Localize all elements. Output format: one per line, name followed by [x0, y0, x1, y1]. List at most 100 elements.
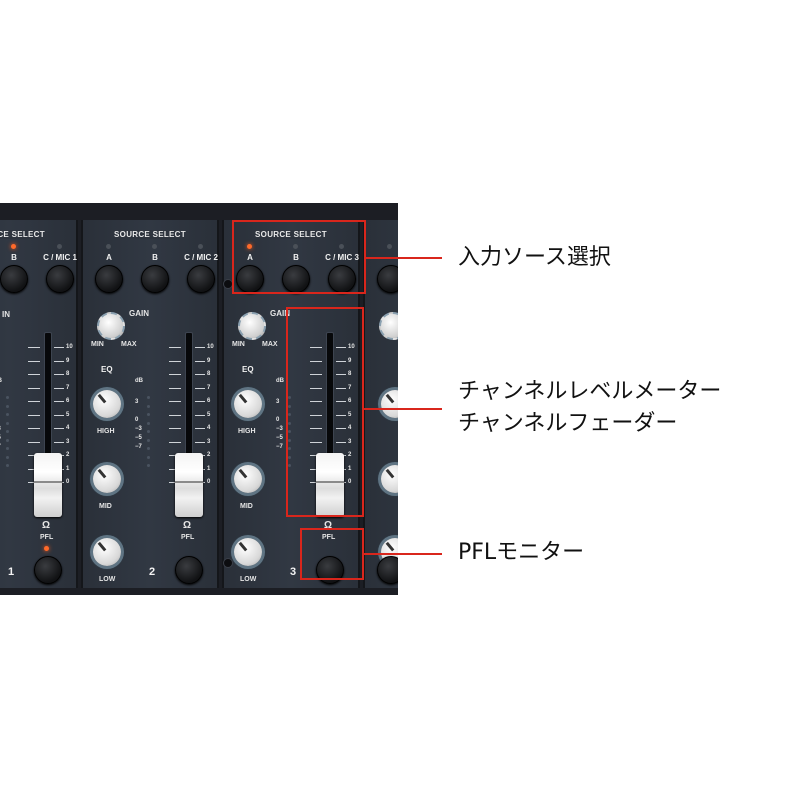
leader-pfl	[364, 553, 442, 555]
eq-high-knob[interactable]	[381, 390, 398, 418]
channel-number: 1	[8, 566, 15, 578]
source-select-title-text: SOURCE SELECT	[0, 230, 48, 239]
source-button-label: C / MIC 3	[325, 253, 359, 262]
channel-number: 3	[290, 566, 297, 578]
channel-number: 2	[149, 566, 156, 578]
fader-scale-tick	[169, 374, 181, 375]
fader-scale-tick	[336, 347, 346, 348]
fader-scale-tick	[310, 428, 322, 429]
source-button-label: A	[247, 253, 253, 262]
fader-scale-tick	[310, 387, 322, 389]
fader-scale-label: 2	[207, 452, 211, 458]
fader-scale-tick	[54, 347, 64, 348]
eq-mid-knob[interactable]	[234, 465, 262, 493]
pfl-label: PFL	[322, 534, 336, 541]
source-b-button[interactable]	[141, 265, 169, 293]
meter-scale-label: −3	[135, 426, 142, 432]
source-mic-button[interactable]	[46, 265, 74, 293]
meter-scale-label: −5	[0, 435, 1, 441]
eq-low-knob[interactable]	[93, 538, 121, 566]
eq-low-knob[interactable]	[234, 538, 262, 566]
fader-scale-tick	[169, 428, 181, 429]
fader-scale-tick	[54, 360, 64, 362]
fader-scale-label: 8	[207, 371, 211, 377]
fader-scale-tick	[310, 441, 322, 443]
gain-label: GAIN	[129, 309, 149, 318]
meter-led	[6, 404, 9, 408]
fader-scale-label: 10	[66, 344, 73, 350]
fader-scale-tick	[28, 441, 40, 443]
fader-scale-tick	[195, 428, 205, 429]
fader-scale-tick	[54, 387, 64, 389]
phones-icon: Ω	[183, 520, 192, 531]
meter-led	[6, 413, 9, 416]
eq-high-knob[interactable]	[234, 390, 262, 418]
eq-mid-knob[interactable]	[381, 465, 398, 493]
channel-fader-cap[interactable]	[34, 453, 62, 517]
gain-knob[interactable]	[379, 312, 398, 340]
fader-scale-label: 4	[207, 425, 211, 431]
fader-scale-tick	[336, 428, 346, 429]
channel-fader-cap[interactable]	[175, 453, 203, 517]
panel-screw	[223, 558, 233, 568]
eq-high-label: HIGH	[97, 428, 115, 435]
highlight-pfl-button	[300, 528, 364, 580]
meter-led	[6, 438, 9, 442]
source-select-title-text: SOURCE SELECT	[252, 230, 330, 239]
fader-scale-tick	[195, 347, 205, 348]
meter-scale-label: −3	[276, 426, 283, 432]
source-b-button[interactable]	[0, 265, 28, 293]
meter-led	[147, 447, 150, 450]
meter-led	[147, 421, 150, 425]
meter-led	[288, 455, 291, 459]
fader-scale-label: 2	[348, 452, 352, 458]
fader-scale-label: 4	[348, 425, 352, 431]
meter-scale-label: −7	[276, 444, 283, 450]
fader-scale-tick	[195, 360, 205, 362]
eq-mid-knob[interactable]	[93, 465, 121, 493]
fader-scale-tick	[169, 401, 181, 402]
pfl-button[interactable]	[377, 556, 398, 584]
callout-fader: チャンネルフェーダー	[458, 411, 678, 436]
meter-led	[288, 396, 291, 399]
source-mic-button[interactable]	[187, 265, 215, 293]
meter-led	[147, 413, 150, 416]
eq-mid-label: MID	[240, 503, 253, 510]
eq-label: EQ	[101, 365, 113, 374]
source-button-label: C / MIC 2	[184, 253, 218, 262]
fader-scale-tick	[310, 347, 322, 348]
gain-knob[interactable]	[238, 312, 266, 340]
eq-high-label: HIGH	[238, 428, 256, 435]
meter-scale-label: 3	[135, 399, 139, 405]
gain-label: GAIN	[270, 309, 290, 318]
gain-knob[interactable]	[97, 312, 125, 340]
source-led	[57, 244, 62, 249]
leader-source-select	[366, 257, 442, 259]
fader-scale-label: 3	[207, 438, 211, 445]
eq-low-label: LOW	[240, 576, 257, 583]
db-label: dB	[0, 378, 2, 384]
source-led	[247, 244, 252, 249]
eq-high-knob[interactable]	[93, 390, 121, 418]
fader-scale-tick	[54, 374, 64, 375]
fader-scale-label: 10	[207, 344, 214, 350]
pfl-button[interactable]	[175, 556, 203, 584]
fader-scale-tick	[195, 414, 205, 416]
source-led	[11, 244, 16, 249]
source-select-title: SOURCE SELECT	[0, 230, 76, 239]
meter-led	[147, 404, 150, 408]
fader-scale-tick	[195, 441, 205, 443]
meter-scale-label: −5	[276, 435, 283, 441]
pfl-button[interactable]	[34, 556, 62, 584]
pfl-label: PFL	[40, 534, 54, 541]
source-button-label: A	[106, 253, 112, 262]
channel-fader-cap[interactable]	[316, 453, 344, 517]
source-a-button[interactable]	[95, 265, 123, 293]
source-mic-button[interactable]	[328, 265, 356, 293]
source-a-button[interactable]	[377, 265, 398, 293]
source-button-label: B	[293, 253, 299, 262]
phones-icon: Ω	[42, 520, 51, 531]
meter-led	[288, 404, 291, 408]
gain-min-label: MIN	[232, 341, 245, 348]
